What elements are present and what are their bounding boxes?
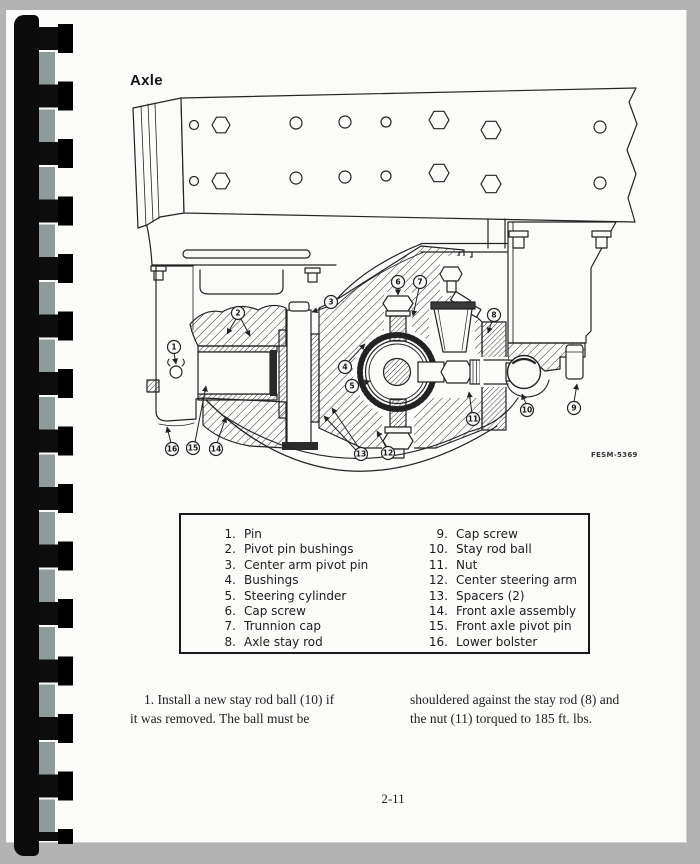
parts-list-item: 8. Axle stay rod xyxy=(203,635,415,650)
instruction-line: shouldered against the stay rod (8) and xyxy=(410,692,620,707)
part-label: Axle stay rod xyxy=(244,634,323,649)
part-label: Center arm pivot pin xyxy=(244,557,369,572)
parts-list-item: 14. Front axle assembly xyxy=(415,604,588,619)
parts-list-item: 5. Steering cylinder xyxy=(203,589,415,604)
part-number: 12. xyxy=(428,573,448,588)
parts-list-item: 11. Nut xyxy=(415,558,588,573)
part-label: Front axle pivot pin xyxy=(456,619,572,634)
parts-list-item: 9. Cap screw xyxy=(415,527,588,542)
part-number: 14. xyxy=(428,604,448,619)
part-number: 7. xyxy=(224,619,236,634)
part-label: Steering cylinder xyxy=(244,588,347,603)
part-number: 5. xyxy=(224,588,236,603)
manual-page: Axle 1. Pin 2. Pivot pin bushings 3. Center a… xyxy=(6,10,687,856)
part-label: Lower bolster xyxy=(456,634,538,649)
part-label: Nut xyxy=(456,557,478,572)
part-label: Spacers (2) xyxy=(456,588,525,603)
parts-list-item: 3. Center arm pivot pin xyxy=(203,558,415,573)
binding-spine xyxy=(14,15,39,856)
part-label: Bushings xyxy=(244,573,299,588)
part-label: Cap screw xyxy=(244,604,306,619)
parts-list-box: 1. Pin 2. Pivot pin bushings 3. Center arm pi… xyxy=(179,513,590,654)
part-label: Center steering arm xyxy=(456,573,577,588)
part-label: Trunnion cap xyxy=(244,619,321,634)
part-number: 6. xyxy=(224,604,236,619)
part-number: 11. xyxy=(428,557,448,572)
parts-list-item: 7. Trunnion cap xyxy=(203,619,415,634)
parts-list-item: 13. Spacers (2) xyxy=(415,589,588,604)
part-label: Stay rod ball xyxy=(456,542,532,557)
parts-list-left-column: 1. Pin 2. Pivot pin bushings 3. Center arm pi… xyxy=(181,527,415,650)
parts-list-item: 12. Center steering arm xyxy=(415,573,588,588)
part-number: 13. xyxy=(428,588,448,603)
comb-binding xyxy=(6,10,86,864)
part-number: 16. xyxy=(428,634,448,649)
parts-list-item: 1. Pin xyxy=(203,527,415,542)
part-number: 10. xyxy=(428,542,448,557)
parts-list-item: 6. Cap screw xyxy=(203,604,415,619)
section-heading: Axle xyxy=(130,72,163,89)
parts-list-item: 2. Pivot pin bushings xyxy=(203,542,415,557)
instruction-line: the nut (11) torqued to 185 ft. lbs. xyxy=(410,711,593,726)
part-number: 15. xyxy=(428,619,448,634)
part-number: 3. xyxy=(224,557,236,572)
page-number: 2-11 xyxy=(381,791,405,806)
parts-list-item: 15. Front axle pivot pin xyxy=(415,619,588,634)
instruction-line: 1. Install a new stay rod ball (10) if xyxy=(144,692,335,707)
part-label: Cap screw xyxy=(456,527,518,541)
parts-list-item: 16. Lower bolster xyxy=(415,635,588,650)
binding-tooth-caps xyxy=(58,24,73,844)
instruction-left-column: 1. Install a new stay rod ball (10) if it… xyxy=(130,690,376,728)
part-number: 2. xyxy=(224,542,236,557)
instruction-right-column: shouldered against the stay rod (8) and t… xyxy=(410,690,646,728)
parts-list-item: 4. Bushings xyxy=(203,573,415,588)
parts-list-item: 10. Stay rod ball xyxy=(415,542,588,557)
part-number: 9. xyxy=(436,527,448,541)
part-number: 4. xyxy=(224,573,236,588)
part-label: Pivot pin bushings xyxy=(244,542,354,557)
part-number: 1. xyxy=(224,527,236,541)
instruction-line: it was removed. The ball must be xyxy=(130,711,310,726)
part-number: 8. xyxy=(224,634,236,649)
part-label: Front axle assembly xyxy=(456,604,577,619)
parts-list-right-column: 9. Cap screw 10. Stay rod ball 11. Nut 12. Cent… xyxy=(415,527,588,650)
part-label: Pin xyxy=(244,527,262,541)
